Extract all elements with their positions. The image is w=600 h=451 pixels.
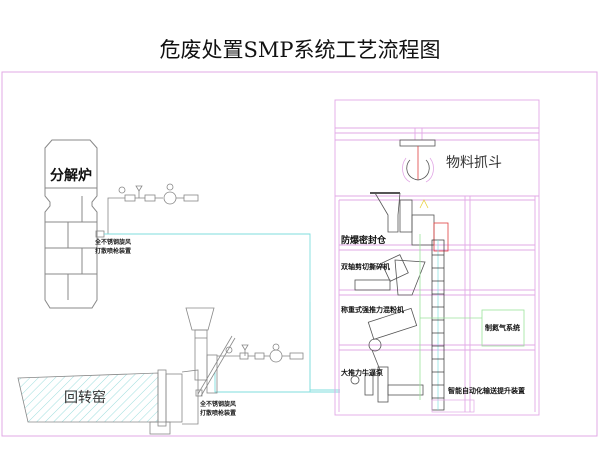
feed-pipes xyxy=(104,233,340,393)
pump-label: 大推力牛逼泵 xyxy=(341,369,383,377)
grab-label: 物料抓斗 xyxy=(446,155,502,171)
mixer-equipment xyxy=(367,307,418,371)
top-gun-label-line2: 打散喷枪装置 xyxy=(95,248,132,255)
shredder-equipment xyxy=(354,254,426,296)
diagram-title: 危废处置SMP系统工艺流程图 xyxy=(159,38,441,62)
shredder-label: 双轴剪切撕碎机 xyxy=(341,263,390,271)
top-gun-label: 全不锈钢旋风 打散喷枪装置 xyxy=(95,238,131,256)
rotary-kiln-label: 回转窑 xyxy=(64,390,106,406)
nitrogen-label: 制氮气系统 xyxy=(485,324,520,332)
sealed-bin-label: 防爆密封仓 xyxy=(341,236,387,246)
top-gun-assembly xyxy=(95,183,199,238)
kiln-inlet-assembly xyxy=(185,307,304,397)
grab-bucket xyxy=(399,139,436,183)
conveyor-label: 智能自动化输送提升装置 xyxy=(448,387,525,395)
mixer-label: 称重式强推力混粉机 xyxy=(341,306,404,314)
bottom-gun-label-line1: 全不锈钢旋风 xyxy=(200,401,237,408)
bottom-gun-label: 全不锈钢旋风 打散喷枪装置 xyxy=(200,400,236,418)
calciner-label: 分解炉 xyxy=(50,168,92,184)
pump-equipment xyxy=(350,366,424,403)
calciner-furnace xyxy=(44,139,98,309)
top-gun-label-line1: 全不锈钢旋风 xyxy=(95,239,132,246)
nitrogen-lines xyxy=(419,234,525,400)
sealed-bin-equipment xyxy=(370,192,449,252)
rotary-kiln xyxy=(17,369,199,435)
bottom-gun-label-line2: 打散喷枪装置 xyxy=(200,410,237,417)
outer-frame xyxy=(1,71,598,437)
elevator-conveyor xyxy=(431,239,475,413)
